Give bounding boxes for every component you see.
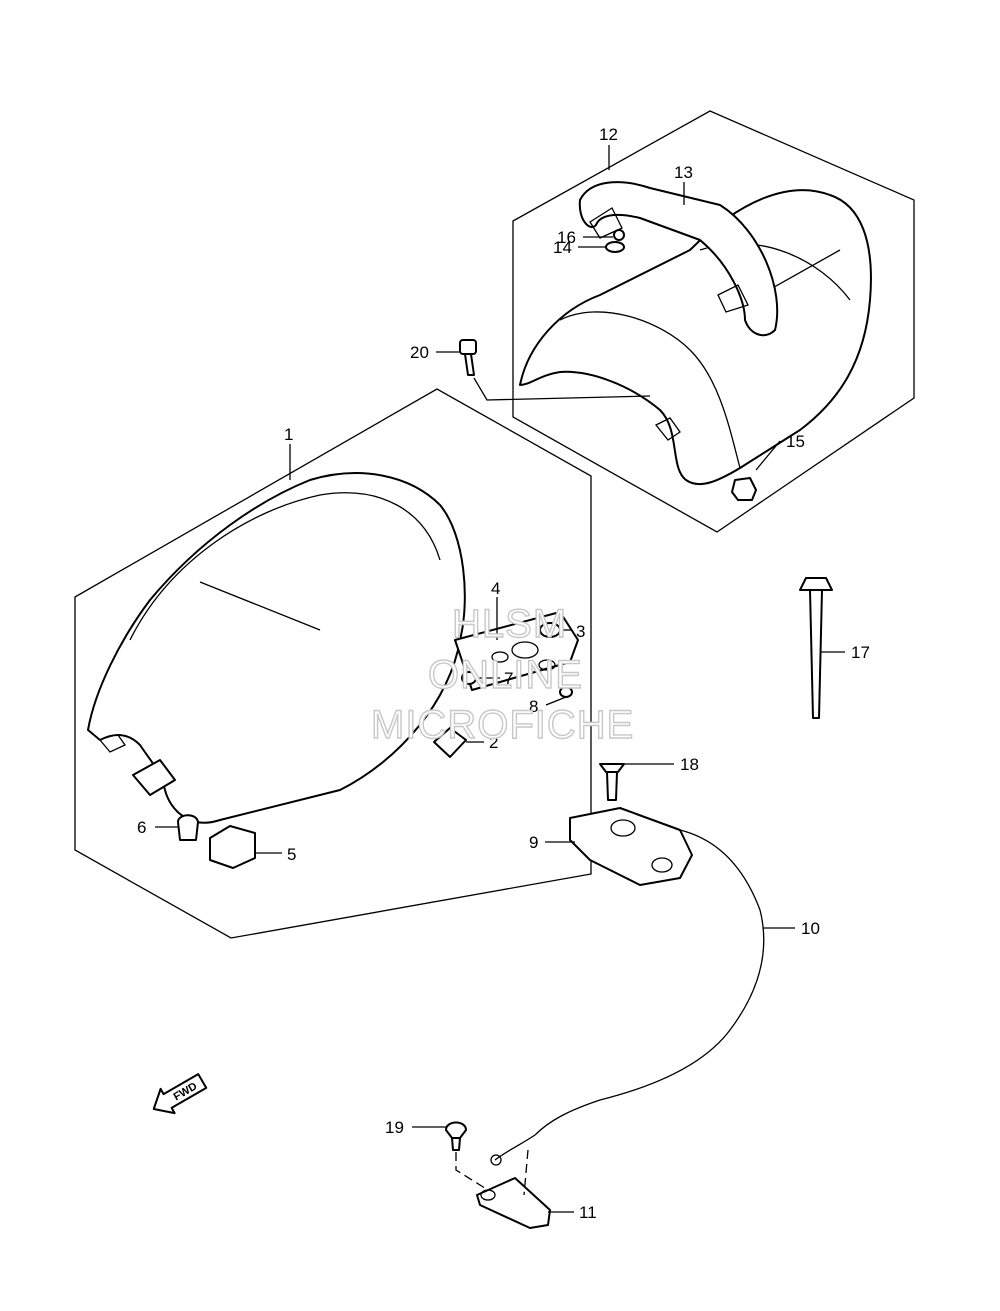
bolt-shank (464, 353, 475, 376)
latch-screw-shank (606, 771, 618, 801)
front-seat-seam (199, 581, 321, 631)
seat-lock (569, 807, 693, 886)
bracket-hole-3 (538, 659, 556, 671)
bolt-group (459, 339, 651, 401)
callout-5: 5 (287, 845, 296, 864)
front-seat-group (74, 388, 592, 939)
callout-15: 15 (786, 432, 805, 451)
callout-16: 16 (557, 228, 576, 247)
pad (209, 825, 256, 869)
rear-seat-contour (559, 311, 741, 469)
callout-19: 19 (385, 1118, 404, 1137)
leader-lines (155, 145, 845, 1213)
watermark-line-2: ONLINE (428, 653, 583, 697)
callout-3: 3 (576, 622, 585, 641)
callout-20: 20 (410, 343, 429, 362)
seat-lock-cable-end (494, 1134, 536, 1161)
watermark-line-3: MICROFICHE (371, 703, 634, 747)
callout-18: 18 (680, 755, 699, 774)
clip (433, 727, 467, 758)
rear-seat-group-outline (512, 110, 915, 533)
callout-17: 17 (851, 643, 870, 662)
front-seat-lip (99, 734, 126, 753)
rear-seat-tab (654, 417, 681, 441)
latch-screw (599, 763, 625, 773)
callout-7: 7 (504, 669, 513, 688)
callout-4: 4 (491, 579, 500, 598)
bracket-hole-1 (491, 651, 509, 663)
bracket-hole (480, 1189, 496, 1201)
leader-8 (545, 696, 567, 706)
watermark: HLSM ONLINE MICROFICHE (370, 601, 634, 747)
callout-9: 9 (529, 833, 538, 852)
callout-6: 6 (137, 818, 146, 837)
front-seat-group-outline (74, 388, 592, 939)
callout-12: 12 (599, 125, 618, 144)
cable-bracket (476, 1177, 551, 1229)
callout-1: 1 (284, 425, 293, 444)
callout-14: 14 (553, 238, 572, 257)
callout-10: 10 (801, 919, 820, 938)
grab-rail-bracket-rear (717, 284, 749, 313)
callout-8: 8 (529, 697, 538, 716)
front-seat-contour (129, 492, 441, 641)
callout-11: 11 (579, 1203, 597, 1222)
rear-seat-group (512, 110, 915, 533)
lock-hole (651, 857, 673, 873)
bracket-screw (445, 1121, 467, 1139)
bracket-hole-2 (511, 641, 539, 659)
long-bolt-shank (809, 589, 823, 719)
leader-15 (755, 440, 781, 471)
front-seat-tab (132, 759, 176, 796)
latch-group (445, 763, 765, 1229)
bolt-guide-line (473, 377, 651, 401)
callout-2: 2 (489, 733, 498, 752)
bracket-screw-shank (451, 1137, 461, 1151)
bracket-screw-guide (455, 1152, 489, 1191)
seat-lock-cable (534, 829, 765, 1136)
cable-end-guide (523, 1149, 529, 1196)
cable-eye (490, 1154, 502, 1166)
callout-13: 13 (674, 163, 693, 182)
watermark-line-1: HLSM (452, 602, 567, 646)
cushion (177, 814, 199, 841)
bolt-head (459, 339, 477, 355)
cushion-rubber (731, 477, 757, 501)
long-bolt-group (799, 577, 833, 719)
lock-boss (610, 819, 636, 837)
grab-rail (578, 181, 779, 337)
nut (613, 229, 625, 241)
long-bolt-head (799, 577, 833, 591)
fwd-arrow-group: FWD (152, 1073, 208, 1115)
grab-rail-bracket-front (589, 207, 623, 239)
callout-labels: 1 2 3 4 5 6 7 8 9 10 11 12 13 14 15 16 1… (137, 125, 870, 1222)
washer (605, 241, 625, 253)
fwd-arrow-icon (152, 1073, 208, 1115)
